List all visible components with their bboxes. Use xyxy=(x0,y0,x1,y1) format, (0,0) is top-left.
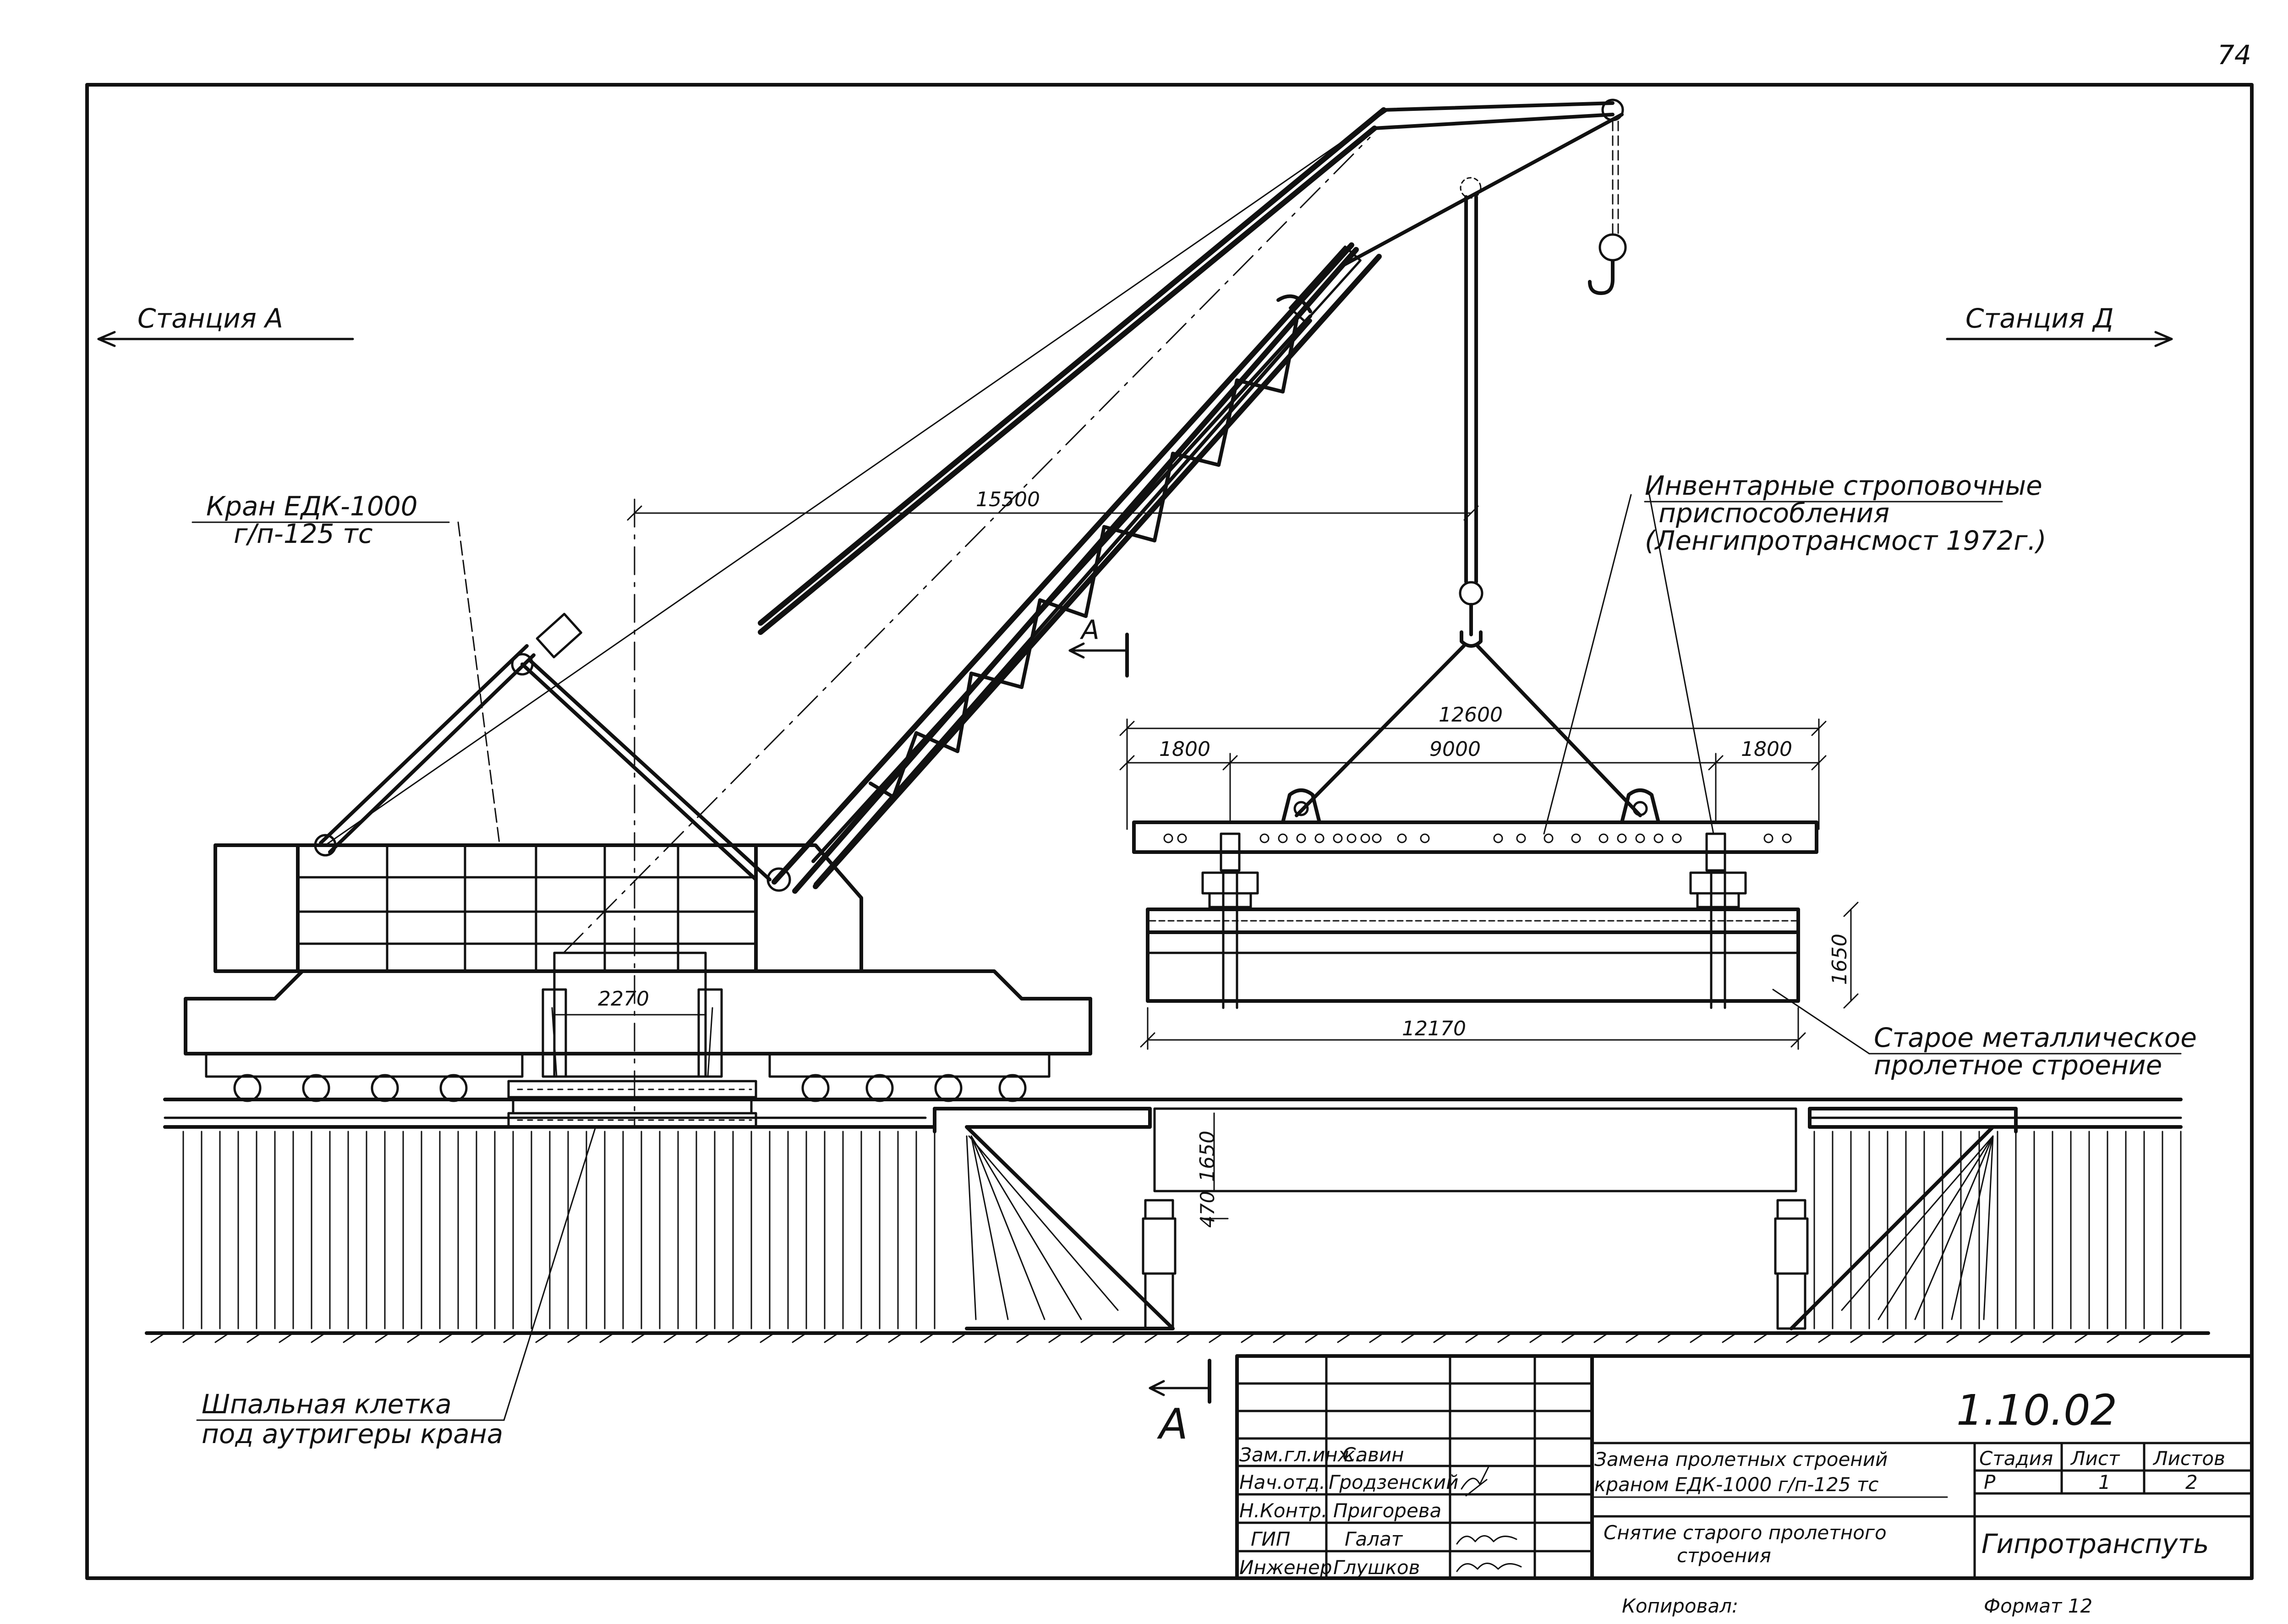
sleeper-crib xyxy=(507,1080,757,1128)
station-d-text: Станция Д xyxy=(1965,303,2114,334)
name-2: Пригорева xyxy=(1333,1499,1441,1522)
role-2: Н.Контр. xyxy=(1239,1499,1327,1522)
footer-copied: Копировал: xyxy=(1622,1595,1738,1617)
section-mark-top-text: А xyxy=(1079,614,1100,645)
station-a-label: Станция А xyxy=(97,303,354,347)
stage-value: Р xyxy=(1984,1471,1996,1493)
title2-line2: строения xyxy=(1677,1544,1771,1567)
crane-name: Кран ЕДК-1000 xyxy=(206,491,418,522)
dim-support-height: 1650 xyxy=(1196,1131,1219,1182)
dim-beam-total: 12600 xyxy=(1439,703,1503,727)
sheet-value: 1 xyxy=(2098,1471,2111,1493)
crane-capacity: г/п-125 тс xyxy=(234,518,373,549)
stage-label: Стадия xyxy=(1979,1447,2053,1470)
outrigger-label: Шпальная клетка под аутригеры крана xyxy=(196,1126,597,1449)
old-span-label: Старое металлическое пролетное строение xyxy=(1772,989,2197,1081)
title2-line1: Снятие старого пролетного xyxy=(1604,1521,1887,1544)
signature-1 xyxy=(1461,1465,1490,1497)
name-4: Глушков xyxy=(1333,1556,1420,1579)
beam-holes xyxy=(1163,833,1792,843)
ground-embankment: 1650 470 xyxy=(145,1107,2210,1343)
sheet-label: Лист xyxy=(2070,1447,2120,1470)
page-number: 74 xyxy=(2217,39,2251,71)
lifting-beam: 12600 1800 9000 1800 xyxy=(1119,703,1827,872)
title-block: 1.10.02 Зам.гл.инж. Нач.отд. Н.Контр. ГИ… xyxy=(1235,1354,2254,1580)
organization: Гипротранспуть xyxy=(1981,1528,2209,1559)
old-span-line2: пролетное строение xyxy=(1874,1050,2162,1081)
dimension-outrigger: 2270 xyxy=(553,987,706,1016)
dim-beam-left: 1800 xyxy=(1159,738,1210,761)
dim-reach-text: 15500 xyxy=(976,488,1040,511)
name-3: Галат xyxy=(1345,1528,1403,1550)
dim-outrigger-text: 2270 xyxy=(598,987,649,1011)
dim-beam-mid: 9000 xyxy=(1429,738,1481,761)
rigging-line2: приспособления xyxy=(1659,498,1889,529)
section-mark-bottom-text: А xyxy=(1157,1400,1188,1449)
name-0: Савин xyxy=(1342,1444,1404,1466)
drawing-frame xyxy=(85,83,2254,1580)
sheets-label: Листов xyxy=(2152,1447,2225,1470)
drawing-code: 1.10.02 xyxy=(1956,1386,2117,1435)
crane-wheels xyxy=(233,1074,1027,1102)
section-mark-bottom: А xyxy=(1149,1359,1211,1449)
footer-format: Формат 12 xyxy=(1984,1595,2092,1617)
dim-span-length: 12170 xyxy=(1402,1017,1466,1040)
rigging-label: Инвентарные строповочные приспособления … xyxy=(1543,470,2047,835)
rigging-line1: Инвентарные строповочные xyxy=(1645,470,2042,501)
crane-edk-1000 xyxy=(163,98,2183,1128)
section-mark-top: А xyxy=(1068,614,1129,678)
title1-line2: краном ЕДК-1000 г/п-125 тс xyxy=(1594,1473,1878,1496)
dim-beam-right: 1800 xyxy=(1741,738,1792,761)
crane-label: Кран ЕДК-1000 г/п-125 тс xyxy=(192,491,500,844)
old-span-lifted: 12170 1650 xyxy=(1140,869,1859,1050)
dim-span-height: 1650 xyxy=(1828,934,1851,985)
station-a-text: Станция А xyxy=(137,303,283,334)
crane-boom xyxy=(766,242,1382,894)
role-0: Зам.гл.инж. xyxy=(1239,1444,1361,1466)
role-3: ГИП xyxy=(1251,1528,1290,1550)
name-1: Гродзенский xyxy=(1329,1471,1458,1493)
title1-line1: Замена пролетных строений xyxy=(1594,1448,1888,1471)
dimension-reach: 15500 xyxy=(627,488,1479,521)
station-d-label: Станция Д xyxy=(1946,303,2173,347)
signature-3 xyxy=(1456,1563,1522,1572)
signature-2 xyxy=(1456,1535,1517,1545)
rigging-line3: (Ленгипротрансмост 1972г.) xyxy=(1645,525,2047,556)
outrigger-line1: Шпальная клетка xyxy=(202,1389,452,1420)
sheets-value: 2 xyxy=(2185,1471,2198,1493)
dim-bearing: 470 xyxy=(1196,1191,1219,1228)
role-1: Нач.отд. xyxy=(1239,1471,1325,1493)
old-span-line1: Старое металлическое xyxy=(1874,1022,2197,1053)
outrigger-line2: под аутригеры крана xyxy=(202,1418,503,1449)
role-4: Инженер xyxy=(1239,1556,1332,1579)
